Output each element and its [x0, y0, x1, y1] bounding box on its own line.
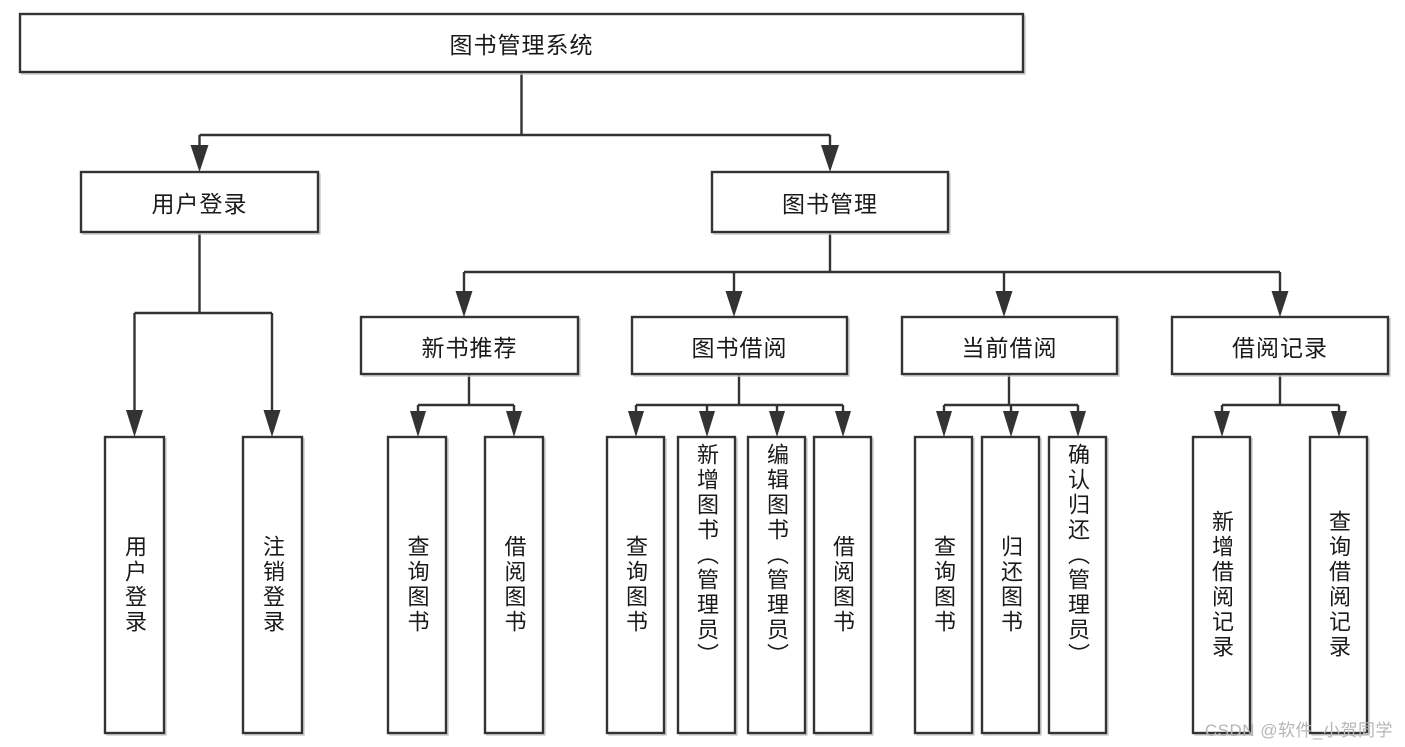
arrow-to-book-manage [821, 145, 839, 172]
node-leaf-logout-login[interactable] [241, 435, 304, 735]
node-book-manage[interactable] [710, 170, 950, 234]
node-book-borrow[interactable] [630, 315, 849, 376]
node-leaf-currentborrow-query-book[interactable] [913, 435, 974, 735]
arrow-leaf-query-record [1331, 411, 1347, 437]
node-leaf-bookborrow-query-book[interactable] [605, 435, 666, 735]
node-leaf-user-login[interactable] [103, 435, 166, 735]
arrow-leaf-user-login [126, 410, 143, 437]
node-user-login[interactable] [79, 170, 320, 234]
node-leaf-borrowrecord-add-record[interactable] [1191, 435, 1252, 735]
node-leaf-bookborrow-borrow-book[interactable] [812, 435, 873, 735]
arrow-leaf-edit-book [769, 411, 785, 437]
node-root[interactable] [18, 12, 1025, 74]
arrow-leaf-add-book [699, 411, 715, 437]
node-leaf-newbook-borrow-book[interactable] [483, 435, 545, 735]
arrow-leaf-add-record [1214, 411, 1230, 437]
arrow-leaf-query-book-2 [628, 411, 644, 437]
node-leaf-borrowrecord-query-record[interactable] [1308, 435, 1369, 735]
arrow-leaf-query-book-1 [410, 411, 426, 437]
node-leaf-currentborrow-return-book[interactable] [980, 435, 1041, 735]
node-borrow-record[interactable] [1170, 315, 1390, 376]
arrow-leaf-query-book-3 [936, 411, 952, 437]
arrow-to-current-borrow [995, 291, 1013, 317]
node-current-borrow[interactable] [900, 315, 1119, 376]
arrow-leaf-return-book [1003, 411, 1019, 437]
arrow-leaf-confirm-return [1070, 411, 1086, 437]
edges-layer [126, 72, 1347, 437]
node-new-book-recommend[interactable] [359, 315, 580, 376]
arrow-to-borrow-record [1271, 291, 1289, 317]
arrow-to-book-borrow [725, 291, 743, 317]
arrow-leaf-logout [263, 410, 281, 437]
node-leaf-bookborrow-add-book[interactable] [676, 435, 737, 735]
arrow-to-user-login [190, 145, 209, 172]
node-leaf-currentborrow-confirm-return[interactable] [1047, 435, 1108, 735]
node-leaf-bookborrow-edit-book[interactable] [746, 435, 807, 735]
arrow-to-new-book [455, 291, 473, 317]
node-leaf-newbook-query-book[interactable] [386, 435, 448, 735]
arrow-leaf-borrow-book-1 [506, 411, 522, 437]
nodes-layer [18, 12, 1391, 736]
arrow-leaf-borrow-book-2 [835, 411, 851, 437]
